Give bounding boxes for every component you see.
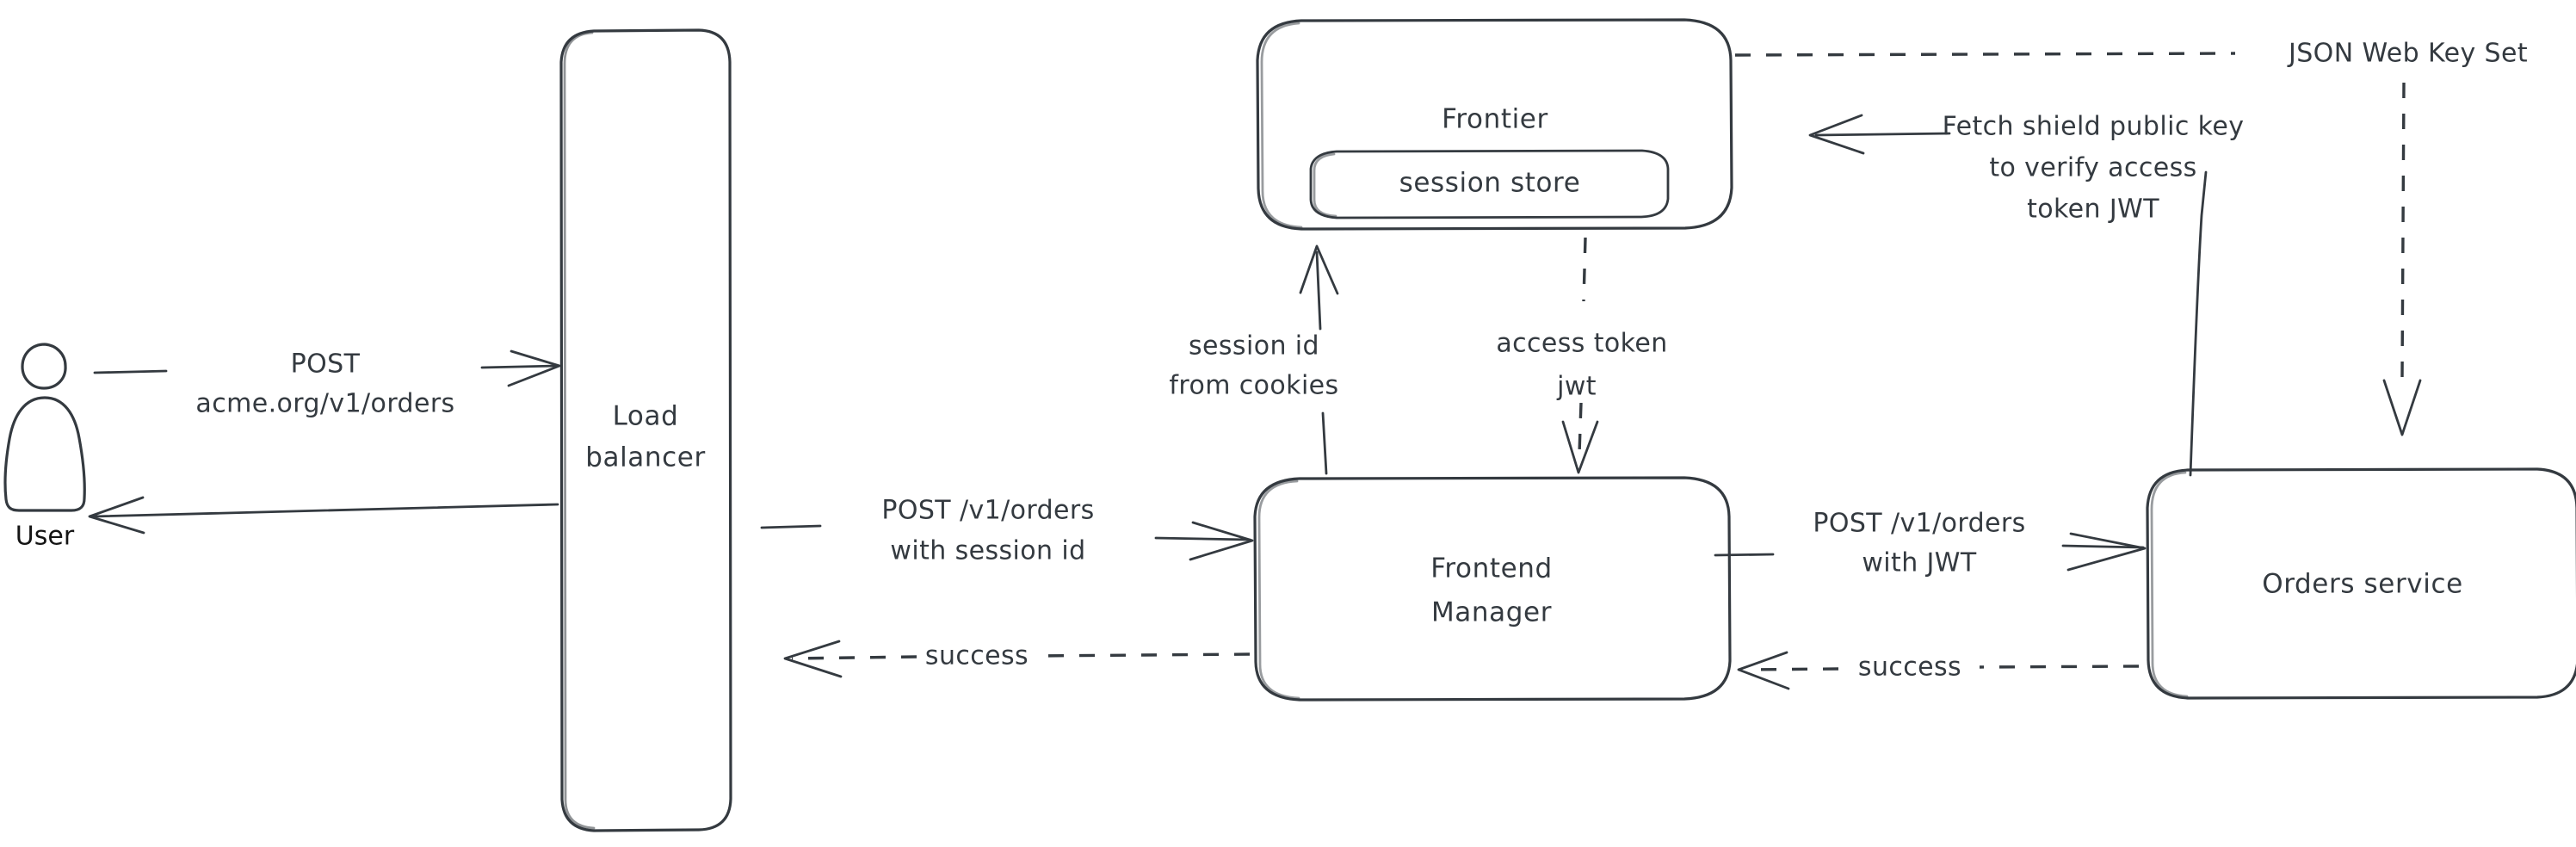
edge-orders-to-fm-label: success [1858,652,1961,683]
edge-orders-to-frontier-label-line2: to verify access [1989,153,2196,183]
edge-fm-to-frontier-label-line1: session id [1189,331,1319,362]
load-balancer-label-line2: balancer [585,442,706,473]
edge-orders-to-frontier-label-line1: Fetch shield public key [1943,112,2245,142]
frontend-manager-label-line2: Manager [1431,597,1552,628]
edge-frontend-manager-to-orders [1714,532,2147,572]
load-balancer-node[interactable] [559,28,732,832]
edge-lb-to-frontend-manager [760,521,1254,561]
orders-service-label: Orders service [2262,569,2463,600]
edge-load-balancer-to-user [88,496,559,535]
edge-lb-to-fm-label-line2: with session id [890,536,1085,566]
edge-orders-to-frontend-manager [1737,651,2140,690]
edge-frontier-to-fm-label-line2: jwt [1556,372,1597,402]
edge-orders-to-frontier-label-line3: token JWT [2027,195,2159,225]
edge-user-to-load-balancer [93,349,561,387]
edge-fm-to-orders-label-line2: with JWT [1862,548,1976,578]
frontier-node[interactable] [1256,18,1733,231]
edge-user-to-lb-label-line2: acme.org/v1/orders [195,389,454,419]
frontend-manager-label-line1: Frontend [1430,553,1553,584]
session-store-node[interactable] [1309,149,1670,219]
edge-frontier-to-orders-label: JSON Web Key Set [2287,39,2528,69]
session-store-label: session store [1399,168,1581,199]
edge-frontier-to-fm-label-line1: access token [1496,329,1667,359]
edge-frontier-to-orders [1734,52,2422,436]
person-icon [3,343,86,512]
user-label: User [15,522,75,552]
edge-fm-to-frontier-label-line2: from cookies [1169,371,1338,401]
edge-fm-to-lb-label: success [925,641,1029,671]
edge-fm-to-orders-label-line1: POST /v1/orders [1813,509,2025,539]
edge-frontier-to-frontend-manager [1561,237,1599,474]
edge-orders-to-frontier [1808,114,2208,477]
edge-user-to-lb-label-line1: POST [291,349,361,380]
edge-lb-to-fm-label-line1: POST /v1/orders [881,496,1094,526]
edge-frontend-manager-to-lb [783,640,1251,678]
load-balancer-label-line1: Load [613,401,679,432]
edge-frontend-manager-to-frontier [1299,244,1339,475]
frontend-manager-node[interactable] [1253,476,1732,702]
frontier-label: Frontier [1442,104,1548,135]
orders-service-node[interactable] [2146,467,2576,700]
